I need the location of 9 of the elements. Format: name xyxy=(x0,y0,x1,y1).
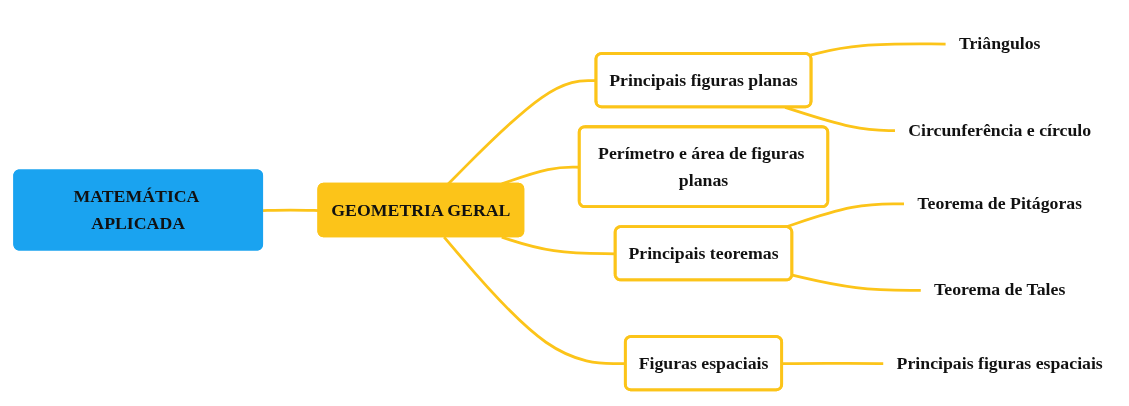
connector xyxy=(791,273,921,292)
connector xyxy=(808,42,946,57)
node-text: Triângulos xyxy=(958,33,1040,53)
node-text: Circunferência e círculo xyxy=(907,119,1091,139)
connector xyxy=(446,78,596,185)
node-text: Principais figuras espaciais xyxy=(896,352,1103,372)
node-text: Teorema de Tales xyxy=(933,279,1065,299)
node-text: Teorema de Pitágoras xyxy=(916,193,1082,212)
connector xyxy=(781,361,884,365)
